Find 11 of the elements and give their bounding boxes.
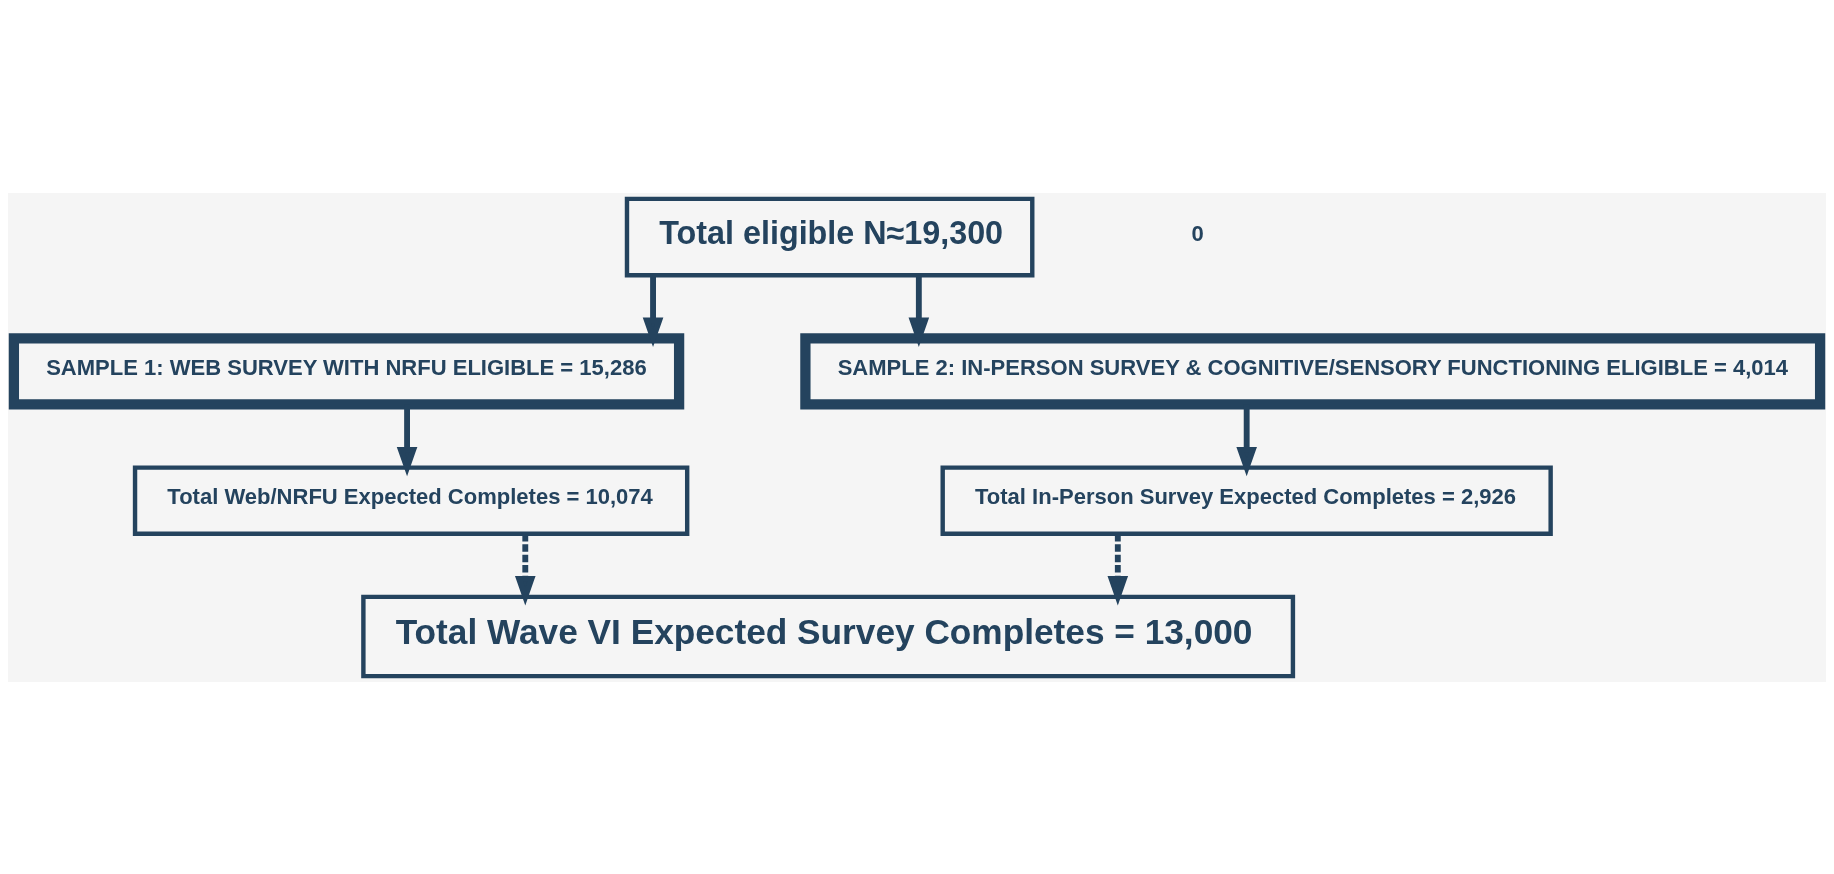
arrow: [1107, 533, 1129, 605]
node-box: Total eligible N≈19,300: [624, 196, 1035, 277]
node-box: Total In-Person Survey Expected Completes = 2,926: [940, 464, 1553, 536]
node-box: Total Web/NRFU Expected Completes = 10,074: [132, 464, 690, 536]
label: 0: [1191, 220, 1204, 246]
arrow: [908, 275, 930, 347]
arrow: [515, 533, 536, 605]
node-box: SAMPLE 2: IN-PERSON SURVEY & COGNITIVE/SENSORY FUNCTIONING ELIGIBLE = 4,014: [800, 332, 1826, 410]
node-box: Total Wave VI Expected Survey Completes = 13,000: [361, 594, 1296, 678]
arrow: [642, 275, 664, 347]
node-box: SAMPLE 1: WEB SURVEY WITH NRFU ELIGIBLE = 15,286: [8, 332, 685, 410]
